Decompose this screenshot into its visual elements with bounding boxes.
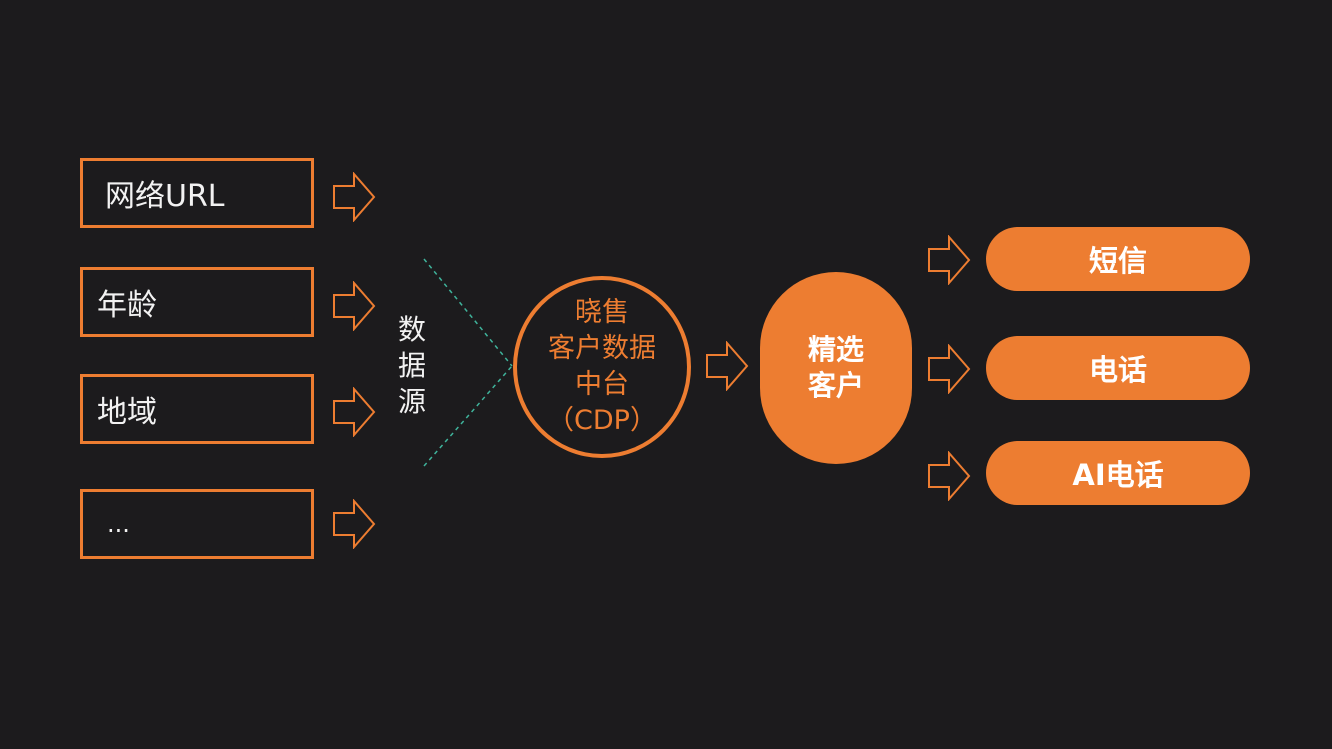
source-label: 网络URL: [105, 179, 225, 214]
cdp-line: 中台: [575, 369, 629, 400]
arrow-right-icon: [928, 235, 971, 285]
converge-line-upper: [423, 258, 513, 367]
arrow-right-icon: [706, 341, 749, 391]
source-label: 年龄: [97, 288, 157, 323]
data-source-char: 数: [397, 313, 426, 346]
source-box-age: 年龄: [80, 267, 314, 337]
source-box-url: 网络URL: [80, 158, 314, 228]
selected-customers-line: 精选: [807, 333, 864, 366]
cdp-line: （CDP）: [547, 405, 657, 436]
channel-sms: 短信: [986, 227, 1250, 291]
data-source-label: 数 据 源: [395, 312, 429, 420]
arrow-right-icon: [928, 344, 971, 394]
cdp-line: 客户数据: [548, 333, 656, 364]
channel-phone: 电话: [986, 336, 1250, 400]
cdp-circle: 晓售 客户数据 中台 （CDP）: [513, 276, 691, 458]
arrow-right-icon: [928, 451, 971, 501]
converge-line-lower: [423, 365, 513, 467]
selected-customers-node: 精选 客户: [760, 272, 912, 464]
source-box-region: 地域: [80, 374, 314, 444]
arrow-right-icon: [333, 172, 376, 222]
source-label: 地域: [97, 395, 157, 430]
source-box-more: ...: [80, 489, 314, 559]
channel-label: AI电话: [1072, 458, 1164, 492]
arrow-right-icon: [333, 281, 376, 331]
channel-ai-phone: AI电话: [986, 441, 1250, 505]
arrow-right-icon: [333, 387, 376, 437]
cdp-line: 晓售: [575, 297, 629, 328]
data-source-char: 源: [397, 385, 426, 418]
arrow-right-icon: [333, 499, 376, 549]
channel-label: 电话: [1088, 353, 1147, 387]
channel-label: 短信: [1088, 244, 1147, 278]
selected-customers-line: 客户: [807, 369, 864, 402]
source-label: ...: [107, 510, 130, 538]
data-source-char: 据: [397, 349, 426, 382]
